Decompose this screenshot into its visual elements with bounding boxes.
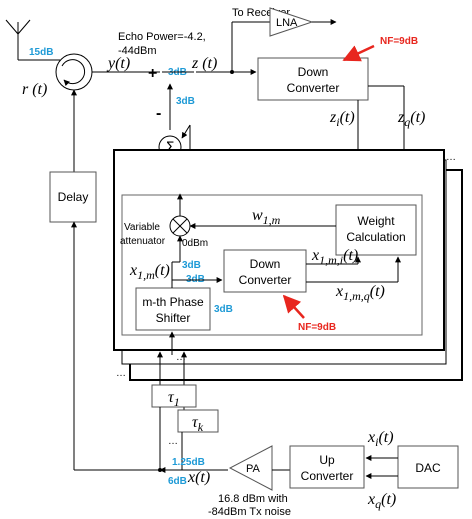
pa-output-line2: -84dBm Tx noise [208,506,291,518]
sum-plus-sign: + [148,65,157,82]
tap-dots-lower: … [168,436,178,447]
minus-sign: - [156,105,161,122]
up-converter-line1: Up [319,453,335,467]
nf-top-label: NF=9dB [380,36,418,47]
up-converter-line2: Converter [301,469,354,483]
signal-x1mi: x1,m,i(t) [311,247,358,267]
pa-amplifier-icon [228,445,273,491]
signal-y: y(t) [106,55,130,72]
down-converter-inner-line2: Converter [239,273,292,287]
phase-shifter-block [135,287,211,331]
antenna-icon [5,19,60,61]
variable-attenuator-icon [169,215,191,237]
pa-input-gain: 6dB [168,476,187,487]
down-converter-top-block [257,57,369,101]
sigma-upper: Σ [166,140,175,156]
tau1-label: τ1 [168,389,180,409]
signal-x1m: x1,m(t) [129,262,170,282]
echo-power-line2: -44dBm [118,45,157,57]
zero-dbm-label: 0dBm [182,238,208,249]
signal-zq-full: zq(t) [397,109,425,129]
down-converter-inner-line1: Down [250,257,281,271]
signal-xq: xq(t) [367,491,396,511]
delay-tauk-block [177,409,219,433]
phase-shifter-line2: Shifter [156,311,191,325]
variable-attenuator-line2: attenuator [120,236,166,247]
canceller-inner-frame [121,194,423,336]
signal-z: z (t) [191,55,217,72]
signal-x: x(t) [187,469,210,486]
signal-zi: zi(t) [329,109,355,129]
down-converter-inner-block [223,249,307,293]
signal-x1mq: x1,m,q(t) [335,283,385,303]
echo-power-line1: Echo Power=-4.2, [118,31,206,43]
tauk-label: τk [192,414,204,434]
stack-dots-top: … [446,152,456,163]
nf-inner-label: NF=9dB [298,322,336,333]
delay-tau1-block [151,384,197,408]
pa-output-line1: 16.8 dBm with [218,493,288,505]
signal-r: r (t) [22,81,47,98]
down-converter-top-line2: Converter [287,81,340,95]
tap-dots: … [176,352,186,363]
variable-attenuator-line1: Variable [124,222,160,233]
stack-dots-bottom: … [116,368,126,379]
circulator-icon [55,53,93,91]
tap-gain: 1.25dB [172,457,205,468]
pa-label: PA [246,463,261,475]
down-converter-top-line1: Down [298,65,329,79]
phase-shifter-line1: m-th Phase [142,295,204,309]
delay-label: Delay [58,190,89,204]
weight-calc-line1: Weight [357,214,395,228]
circulator-gain: 15dB [29,47,53,58]
splitter-gain-a: 3dB [182,260,201,271]
dac-label: DAC [415,461,441,475]
phase-shifter-gain: 3dB [214,304,233,315]
sum-top-gain: 3dB [176,96,195,107]
up-converter-block [289,445,365,489]
lna-amplifier-icon [269,7,314,37]
signal-w: w1,m [252,207,281,227]
lna-label: LNA [276,17,298,29]
weight-calculation-block [335,204,417,256]
weight-calc-line2: Calculation [346,230,405,244]
signal-xi: xi(t) [367,429,394,449]
dac-block [397,445,459,489]
